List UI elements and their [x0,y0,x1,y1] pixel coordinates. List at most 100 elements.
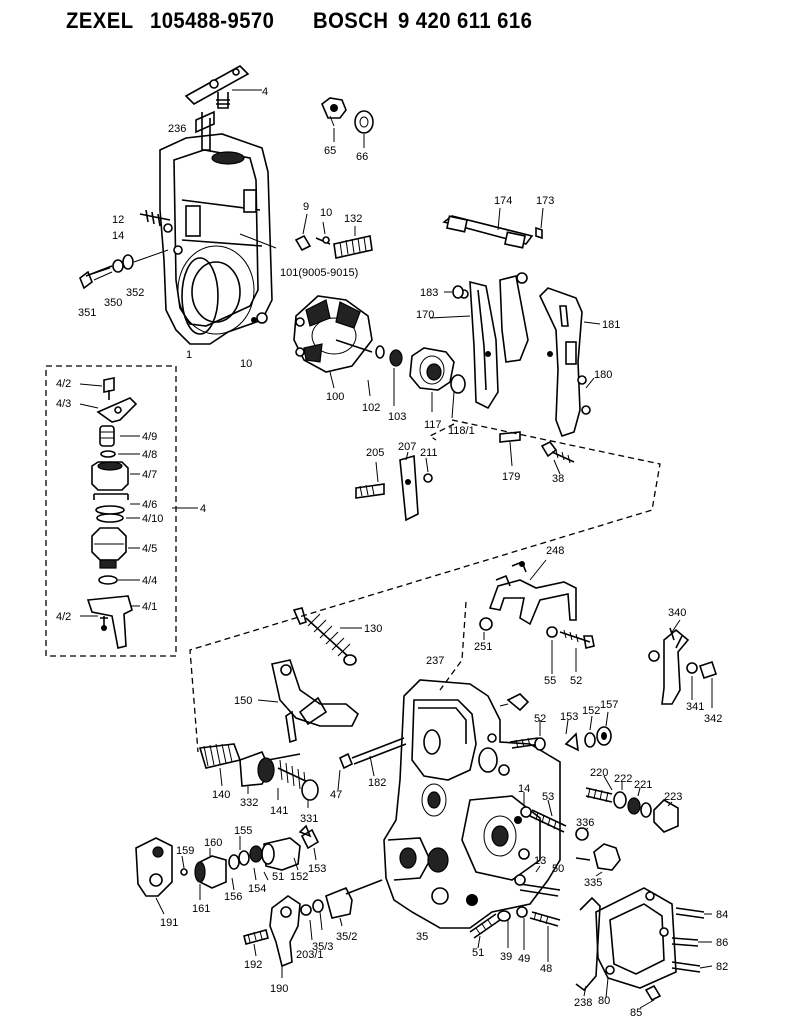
callout-55: 55 [544,675,556,687]
callout-221: 221 [634,779,652,791]
callout-237: 237 [426,655,444,667]
callout-331: 331 [300,813,318,825]
callout-66: 66 [356,151,368,163]
callout-352: 352 [126,287,144,299]
link-dashed-lines [189,419,661,753]
callout-153-bottom: 153 [308,863,326,875]
callout-103: 103 [388,411,406,423]
callout-173: 173 [536,195,554,207]
callout-179: 179 [502,471,520,483]
callout-4-9: 4/9 [142,431,157,443]
callout-118-1: 118/1 [448,425,475,437]
callout-102: 102 [362,402,380,414]
callout-84: 84 [716,909,728,921]
pump-housing-237 [383,679,561,929]
title-bosch-number: 9 420 611 616 [398,8,533,33]
callout-10-bottom: 10 [240,358,252,370]
parts-205-207-211 [355,451,433,522]
callout-85: 85 [630,1007,642,1019]
screw-220-222-221-223 [585,775,679,833]
callout-47: 47 [330,789,342,801]
callout-51-left: 51 [272,871,284,883]
callout-181: 181 [602,319,620,331]
title-zexel-number: 105488-9570 [150,8,275,33]
callout-180: 180 [594,369,612,381]
callout-53: 53 [542,791,554,803]
callout-340: 340 [668,607,686,619]
callout-220: 220 [590,767,608,779]
callout-4-2-bottom: 4/2 [56,611,71,623]
callout-101: 101(9005-9015) [280,267,358,279]
callout-4-2-top: 4/2 [56,378,71,390]
callout-9: 9 [303,201,309,213]
callout-65: 65 [324,145,336,157]
callout-236: 236 [168,123,186,135]
callout-4-top: 4 [262,86,268,98]
title-brand-zexel: ZEXEL [66,8,134,33]
corrector-lever-181-180 [539,287,601,438]
parts-9-10-132 [294,213,373,259]
callout-155: 155 [234,825,252,837]
callout-152-bottom: 152 [290,871,308,883]
callout-4-4: 4/4 [142,575,157,587]
pin-183 [444,285,464,299]
callout-14-lower: 14 [518,783,530,795]
callout-140: 140 [212,789,230,801]
callout-12: 12 [112,214,124,226]
bracket-340-341-342 [648,619,718,708]
callout-222: 222 [614,773,632,785]
callout-1: 1 [186,349,192,361]
callout-159: 159 [176,845,194,857]
callout-157: 157 [600,699,618,711]
callout-160: 160 [204,837,222,849]
callout-141: 141 [270,805,288,817]
callout-39: 39 [500,951,512,963]
parts-14-53-336-335 [520,792,621,877]
screw-12-14 [139,209,173,233]
callout-35: 35 [416,931,428,943]
callout-labels: 4 236 65 66 12 14 9 10 132 174 173 351 3… [56,86,728,1019]
callout-335: 335 [584,877,602,889]
lever-shaft-150 [257,659,359,761]
callout-4-10: 4/10 [142,513,163,525]
bolts-52-153-152-157 [509,711,612,752]
callout-154: 154 [248,883,266,895]
shaft-182-bolt-47 [337,737,407,791]
callout-35-2: 35/2 [336,931,357,943]
callout-10-top: 10 [320,207,332,219]
spring-140-332-141-331 [198,743,319,808]
callout-191: 191 [160,917,178,929]
callout-336: 336 [576,817,594,829]
callout-4-1: 4/1 [142,601,157,613]
callout-351: 351 [78,307,96,319]
cover-plate-80-84-86-82-85-238 [575,887,713,1009]
callout-332: 332 [240,797,258,809]
callout-174: 174 [494,195,512,207]
callout-251: 251 [474,641,492,653]
callout-51-right: 51 [472,947,484,959]
nut-65-washer-66 [321,97,374,148]
callout-4-3: 4/3 [56,398,71,410]
callout-4-5: 4/5 [142,543,157,555]
governor-housing-236 [159,110,277,345]
callout-100: 100 [326,391,344,403]
callout-190: 190 [270,983,288,995]
sleeve-102-103-117 [367,345,466,419]
callout-52-top: 52 [570,675,582,687]
callout-4-7: 4/7 [142,469,157,481]
callout-50: 50 [552,863,564,875]
callout-248: 248 [546,545,564,557]
callout-205: 205 [366,447,384,459]
callout-152-top: 152 [582,705,600,717]
plunger-set-155-160-159-161-156-154-152-153 [135,824,320,915]
callout-161: 161 [192,903,210,915]
callout-341: 341 [686,701,704,713]
callout-223: 223 [664,791,682,803]
page-title: ZEXEL 105488-9570 BOSCH 9 420 611 616 [0,0,792,50]
callout-132: 132 [344,213,362,225]
callout-38: 38 [552,473,564,485]
callout-342: 342 [704,713,722,725]
spring-130 [292,607,362,666]
callout-82: 82 [716,961,728,973]
